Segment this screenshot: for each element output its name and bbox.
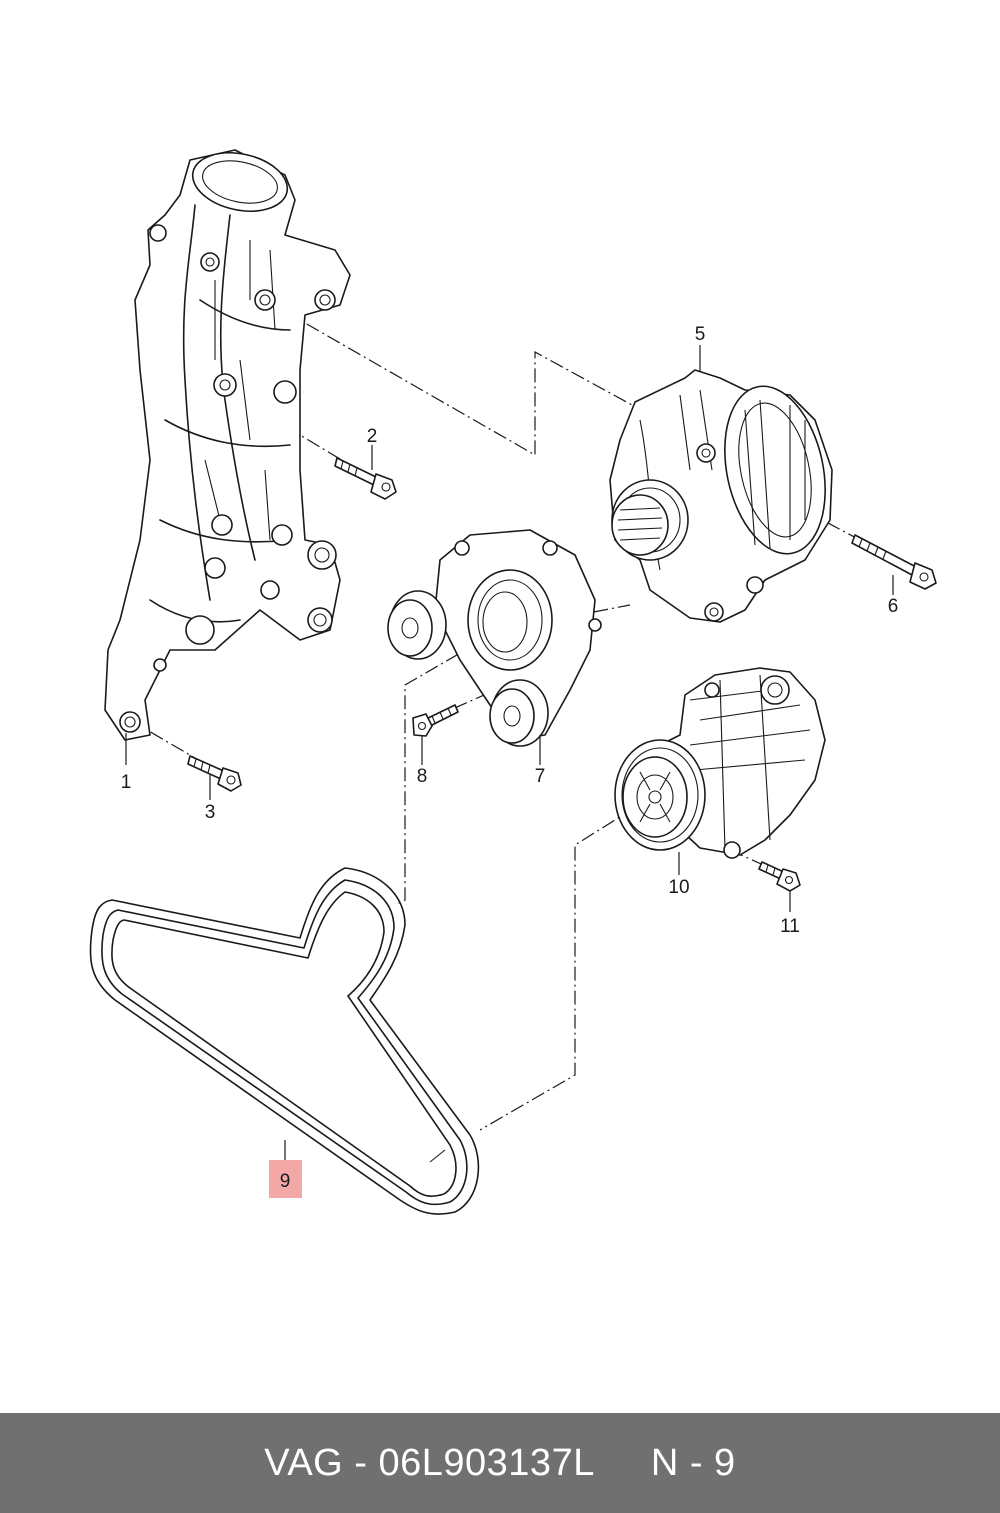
bracket-part-1 xyxy=(104,149,351,741)
bolt-part-3 xyxy=(187,755,242,792)
bolt-part-2 xyxy=(334,457,397,500)
callout-3: 3 xyxy=(205,802,216,823)
exploded-parts-diagram: 1 2 3 5 6 7 8 9 10 11 xyxy=(89,149,937,1215)
highlight-box-part-9 xyxy=(269,1160,302,1198)
callout-2: 2 xyxy=(367,426,378,447)
part-number-text: VAG - 06L903137L xyxy=(264,1441,595,1484)
callout-10: 10 xyxy=(668,877,689,898)
callout-7: 7 xyxy=(535,766,546,787)
alternator-part-5 xyxy=(609,369,833,623)
position-text: N - 9 xyxy=(650,1441,736,1484)
bolt-part-8 xyxy=(412,704,459,737)
callout-9: 9 xyxy=(280,1171,291,1192)
tensioner-part-7 xyxy=(387,529,602,747)
callout-labels: 1 2 3 5 6 7 8 9 10 11 xyxy=(121,324,899,1198)
callout-1: 1 xyxy=(121,772,132,793)
callout-6: 6 xyxy=(888,596,899,617)
bolt-part-11 xyxy=(758,861,801,892)
belt-part-9 xyxy=(89,867,480,1215)
leader-lines xyxy=(125,345,894,1160)
callout-8: 8 xyxy=(417,766,428,787)
part-number-footer: VAG - 06L903137L N - 9 xyxy=(0,1413,1000,1513)
bolt-part-6 xyxy=(851,534,937,590)
ac-compressor-part-10 xyxy=(614,667,826,859)
callout-11: 11 xyxy=(780,916,800,937)
callout-5: 5 xyxy=(695,324,706,345)
